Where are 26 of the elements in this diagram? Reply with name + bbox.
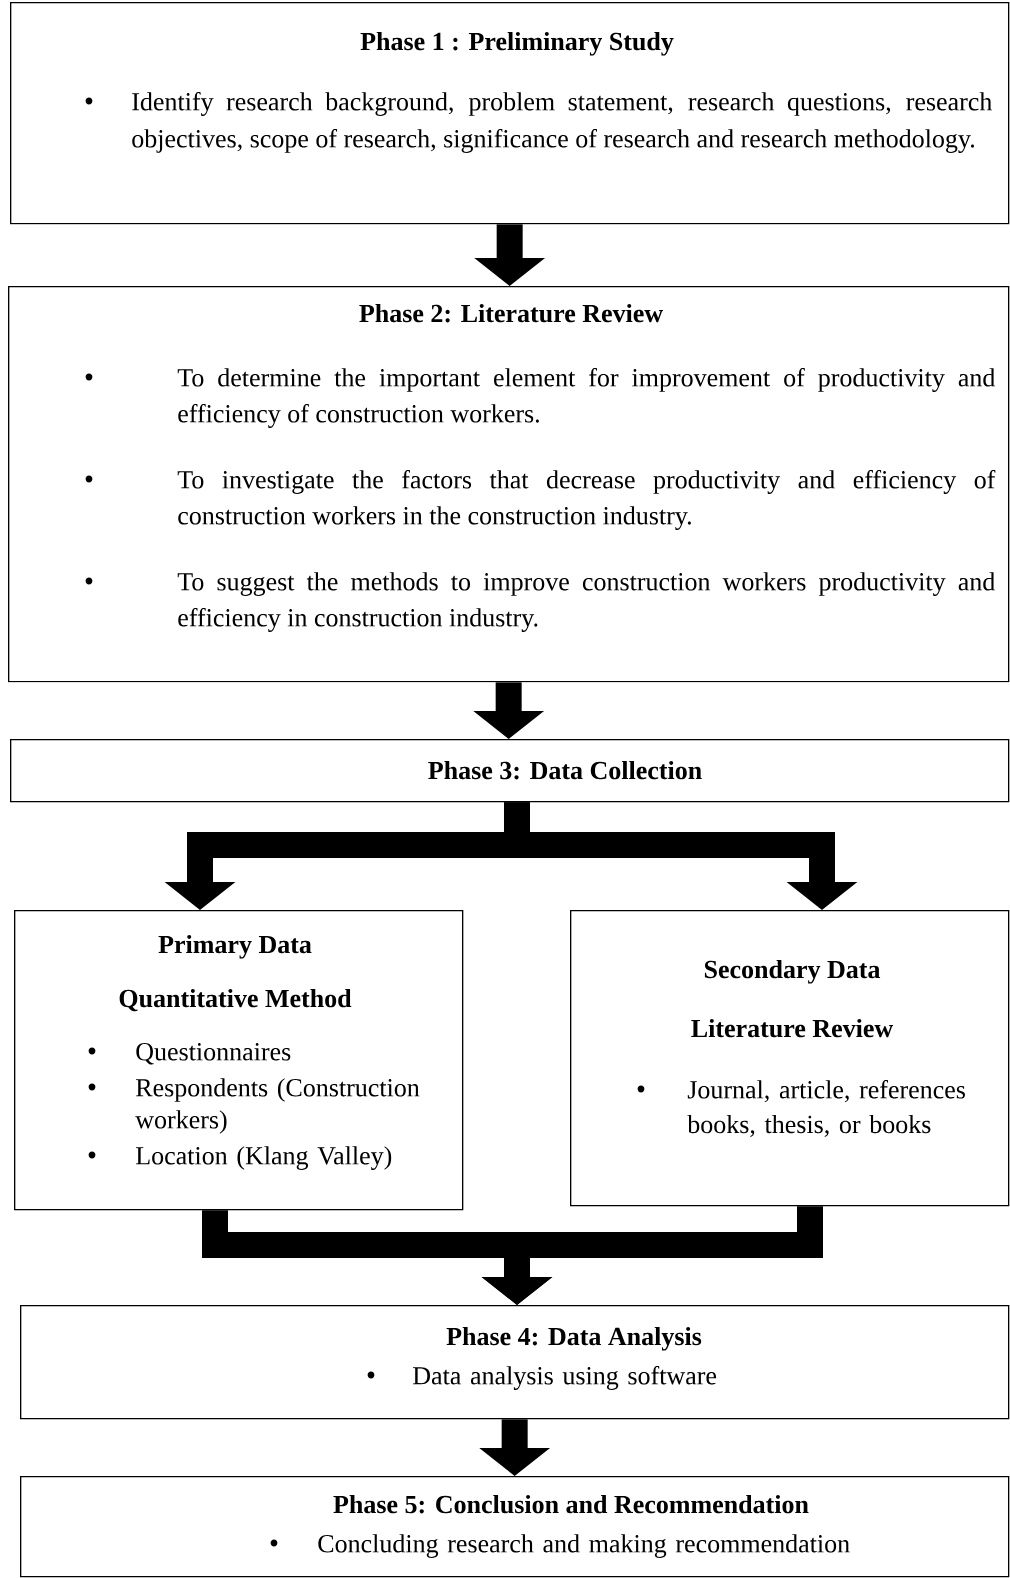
heading: Phase 3: Data Collection <box>428 761 702 780</box>
heading: Phase 1 : Preliminary Study <box>360 32 674 56</box>
heading: Primary Data <box>158 935 312 959</box>
list-item: Concluding research and making recommendation <box>318 1534 850 1558</box>
list-item: Questionnaires <box>136 1043 291 1065</box>
process-box <box>10 739 1010 803</box>
heading: Phase 5: Conclusion and Recommendation <box>333 1495 809 1514</box>
heading: Literature Review <box>691 1019 894 1038</box>
list-item: Identify research background, problem statement, research questions, research objectives, scope of research, significance of research and research methodology. <box>132 92 992 153</box>
list-item: To determine the important element for improvement of productivity and efficiency of construction workers. <box>177 368 996 428</box>
process-box <box>14 910 464 1211</box>
list-item: Respondents (Construction workers) <box>135 1078 420 1134</box>
heading: Secondary Data <box>704 960 881 984</box>
process-box <box>8 286 1010 683</box>
process-box <box>10 2 1010 225</box>
heading: Phase 4: Data Analysis <box>446 1327 702 1351</box>
heading: Phase 2: Literature Review <box>359 304 663 323</box>
list-item: To investigate the factors that decrease productivity and efficiency of construction workers in the construction industry. <box>177 470 996 530</box>
process-box <box>20 1476 1010 1578</box>
list-item: Location (Klang Valley) <box>136 1146 392 1170</box>
process-box <box>20 1305 1010 1420</box>
list-item: To suggest the methods to improve construction workers productivity and efficiency in construction industry. <box>177 572 995 632</box>
list-item: Data analysis using software <box>413 1366 717 1390</box>
list-item: Journal, article, references books, thesis, or books <box>687 1080 965 1137</box>
heading: Quantitative Method <box>119 989 352 1012</box>
process-box <box>570 910 1010 1207</box>
